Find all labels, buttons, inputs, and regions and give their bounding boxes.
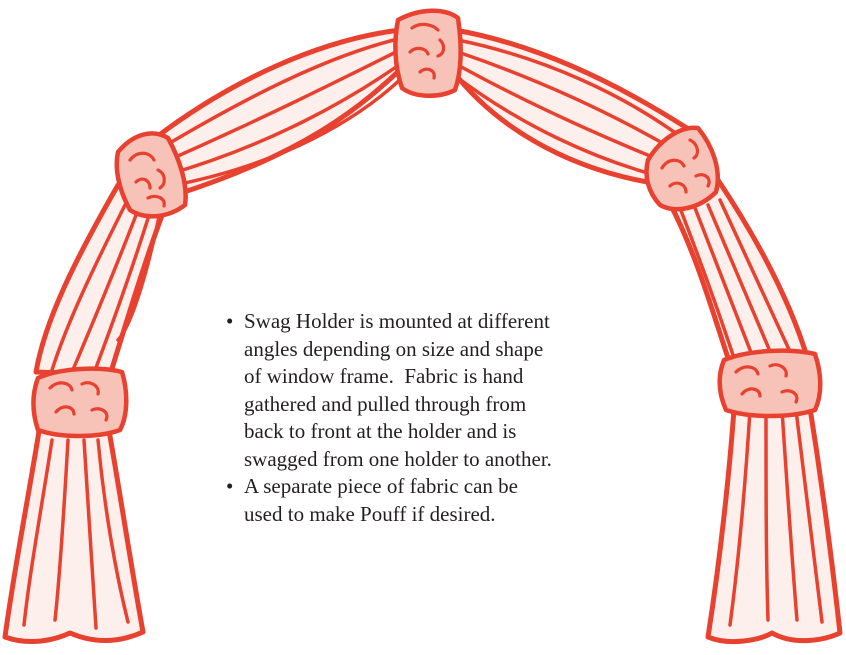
right-tail	[708, 395, 840, 642]
installation-notes: Swag Holder is mounted at different angl…	[226, 308, 636, 528]
note-line: angles depending on size and shape	[244, 336, 636, 364]
note-line: back to front at the holder and is	[244, 418, 636, 446]
note-line: A separate piece of fabric can be	[244, 473, 636, 501]
left-swag	[150, 30, 410, 195]
left-tail	[5, 425, 143, 642]
note-line: gathered and pulled through from	[244, 391, 636, 419]
note-line: of window frame. Fabric is hand	[244, 363, 636, 391]
note-line: swagged from one holder to another.	[244, 446, 636, 474]
note-item: A separate piece of fabric can be used t…	[226, 473, 636, 528]
note-item: Swag Holder is mounted at different angl…	[226, 308, 636, 473]
top-swag-holder	[395, 11, 460, 96]
lower-right-swag-holder	[720, 351, 821, 416]
lower-left-swag-holder	[34, 369, 127, 436]
note-line: Swag Holder is mounted at different	[244, 308, 636, 336]
note-line: used to make Pouff if desired.	[244, 501, 636, 529]
